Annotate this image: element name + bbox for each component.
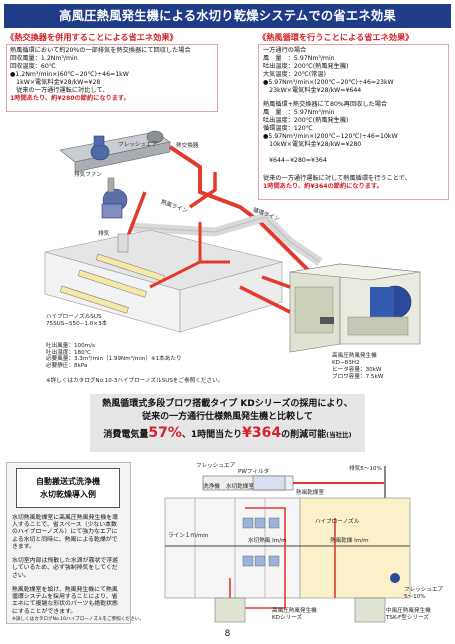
schematic-air-dry-2: 水切熱風 Ⅰm/m (248, 538, 287, 544)
headline-percent: 57% (148, 425, 182, 441)
schematic-fresh-air: フレッシュエア (196, 463, 236, 469)
left-panel-tab: 《熱交換器を併用することによる省エネ効果》 (6, 32, 178, 42)
left-line-7: 1時間あたり、約¥280の節約になります。 (10, 95, 130, 102)
right-panel (258, 44, 449, 200)
machine-name-label: 高風圧熱風発生機 KD−83H2 (332, 353, 377, 366)
right-line-5: ●5.97Nm³/min×(200℃−20℃)÷46=23kW (263, 79, 394, 86)
exhaust-label: 排気 (98, 231, 110, 237)
left-line-2: 回収風量：1.2Nm³/min (10, 55, 78, 62)
hot-air-generator (289, 263, 421, 353)
schematic-wash: 洗浄機 (203, 484, 220, 490)
headline-line-3: 消費電気量57%、1時間当たり¥364の削減可能(当社比) (90, 424, 365, 444)
case-body: 水切熱風乾燥室に高風圧熱風発生機を導 入することで、省スペース（少ない本数 のハ… (12, 515, 119, 615)
right-line-10: 吐出温度：200℃(熱風発生機) (263, 117, 349, 124)
right-line-17: 従来の一方通行運転に対して熱風循環を行うことで、 (263, 175, 411, 182)
headline-line-1: 熱風循環式多段ブロワ搭載タイプ KDシリーズの採用により、 (102, 399, 353, 409)
right-line-8: 熱風循環+熱交換器にて80%再回収した場合 (263, 101, 388, 108)
schematic-fresh-air-2: フレッシュエア 5〜10% (404, 587, 444, 600)
case-note: ※詳しくはカタログNo.10ハイブローノズルをご参照ください。 (12, 617, 144, 622)
schematic-air-dry: 熱風乾燥 Ⅰm/m (330, 538, 369, 544)
right-panel-tab: 《熱風循環を行うことによる省エネ効果》 (258, 32, 414, 42)
nozzle-note: ※詳しくはカタログNo.10-3ハイブローノズルSUSをご参照ください。 (46, 378, 224, 384)
right-line-4: 大気温度：20℃(常温) (263, 71, 326, 78)
right-line-12: ●5.97Nm³/min×(200℃−120℃)÷46=10kW (263, 133, 398, 140)
headline-end: の削減可能 (281, 430, 327, 440)
exhaust-fan (101, 177, 128, 219)
nozzles (59, 233, 165, 314)
schematic-kd-label: 高風圧熱風発生機 KDシリーズ (272, 608, 317, 621)
left-line-3: 回収温度：60℃ (10, 63, 56, 70)
headline-prefix: 消費電気量 (103, 430, 149, 440)
right-line-11: 循環温度：120℃ (263, 125, 313, 132)
left-line-1: 熱風循環において約20%の一部排気を熱交換器にて回収した場合 (10, 47, 191, 54)
headline-yen: ¥364 (242, 425, 282, 441)
exhaust-fan-label: 排気ファン (74, 172, 102, 178)
right-line-13: 10kW×電気料金¥28/kW=¥280 (263, 141, 362, 148)
right-line-1: 一方通行の場合 (263, 47, 307, 54)
top-blower (90, 135, 110, 161)
schematic-filter: PWフィルタ (238, 469, 270, 475)
headline-line-2: 従来の一方通行仕様熱風発生機と比較して (142, 412, 313, 422)
right-line-15: ¥644−¥280=¥364 (263, 157, 327, 164)
right-line-3: 吐出温度：200℃(熱風発生機) (263, 63, 349, 70)
schematic-drain: 水切乾燥室 (226, 484, 254, 490)
schematic-diagram (164, 466, 411, 623)
right-line-2: 風 量 ：5.97Nm³/min (263, 55, 335, 62)
heat-exchanger (59, 130, 171, 173)
right-line-18: 1時間あたり、約¥364の節約になります。 (263, 183, 383, 190)
fresh-air-label: フレッシュエア (118, 142, 158, 148)
heat-exchanger-label: 熱交換器 (176, 143, 199, 149)
hot-air-line (168, 145, 332, 294)
schematic-exhaust: 排気5〜10% (349, 466, 382, 472)
headline-note: (当社比) (326, 431, 352, 439)
right-line-6: 23kW×電気料金¥28/kW=¥644 (263, 87, 362, 94)
drying-chamber (44, 229, 284, 333)
page-number: 8 (224, 629, 231, 639)
page-header: 高風圧熱風発生機による水切り乾燥システムでの省エネ効果 (4, 4, 451, 28)
left-line-5: 1kW×電気料金¥28/kW=¥28 (10, 79, 101, 86)
headline-box: 熱風循環式多段ブロワ搭載タイプ KDシリーズの採用により、 従来の一方通行仕様熱… (90, 394, 365, 452)
headline-mid: 、1時間当たり (181, 430, 243, 440)
case-title: 自動搬送式洗浄機 水切乾燥導入例 (16, 468, 120, 508)
machine-specs-label: ヒータ容量：30kW ブロワ容量：7.5kW (332, 367, 384, 380)
system-diagram (44, 130, 421, 353)
schematic-nozzle: ハイブローノズル (315, 519, 360, 525)
left-line-4: ●1.2Nm³/min×(60℃−20℃)÷46=1kW (10, 71, 129, 78)
left-panel (6, 44, 218, 112)
specs-label: 吐出風量：100m/s 吐出温度：180℃ 必要風量：3.3m³/min（1.9… (46, 343, 182, 369)
schematic-conveyor: ライン１ｍ/min (168, 533, 209, 539)
nozzle-label: ハイブローノズルSUS 75SUS−550−1.0×3本 (46, 314, 108, 327)
schematic-tsk-label: 中風圧熱風発生機 TSK-F型シリーズ (386, 608, 431, 621)
supply-line (189, 172, 217, 209)
left-line-6: 従来の一方通行運転に対比して、 (10, 87, 109, 94)
schematic-dry: 熱風乾燥室 (296, 490, 324, 496)
right-line-9: 風 量 ：5.97Nm³/min (263, 109, 335, 116)
